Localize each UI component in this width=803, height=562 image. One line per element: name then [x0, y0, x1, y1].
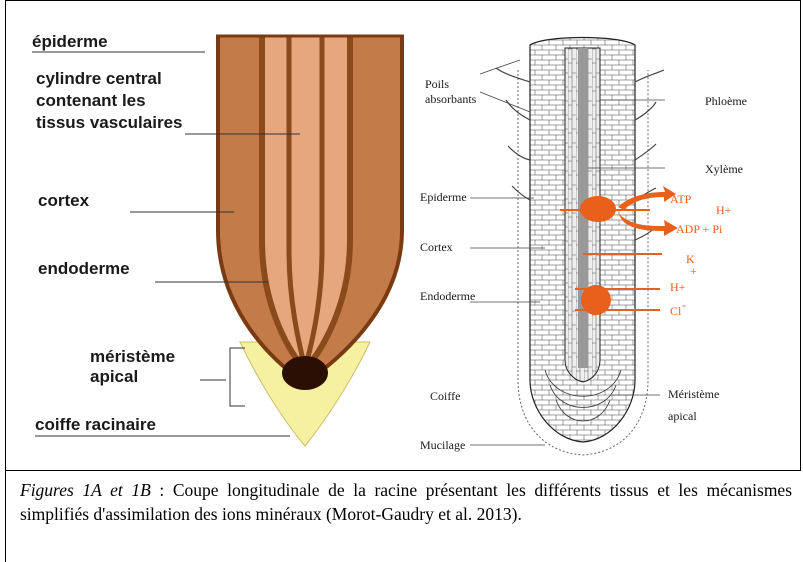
label-xyleme: Xylème — [705, 162, 743, 176]
figure-1b: Poils absorbants Phloème Xylème Epiderme… — [420, 38, 747, 456]
label-endoderme-b: Endoderme — [420, 289, 475, 303]
label-epiderme: épiderme — [32, 32, 108, 51]
label-meristeme-l1: méristème — [90, 347, 175, 366]
caption-title: Figures 1A et 1B — [20, 480, 151, 500]
label-k-charge: + — [690, 264, 697, 278]
label-meristeme-b-l2: apical — [668, 409, 697, 423]
label-endoderme: endoderme — [38, 259, 130, 278]
label-h-plus-1: H+ — [716, 203, 732, 217]
label-adp-pi: ADP + Pi — [676, 222, 723, 236]
label-cylindre-l3: tissus vasculaires — [36, 113, 182, 132]
figure-caption: Figures 1A et 1B : Coupe longitudinale d… — [20, 478, 792, 526]
label-cortex-b: Cortex — [420, 240, 453, 254]
apical-meristem-shape — [282, 356, 328, 390]
label-poils-l2: absorbants — [425, 92, 477, 106]
cl-symporter — [581, 285, 611, 315]
label-meristeme-l2: apical — [90, 367, 138, 386]
label-cl-charge: - — [682, 298, 686, 312]
label-atp: ATP — [670, 192, 692, 206]
label-cylindre-l2: contenant les — [36, 91, 146, 110]
frame-bottom-border — [5, 470, 801, 471]
label-phloeme: Phloème — [705, 94, 747, 108]
bracket-meristeme — [230, 348, 245, 406]
label-coiffe: coiffe racinaire — [35, 415, 156, 434]
figure-1a: épiderme cylindre central contenant les … — [32, 32, 404, 446]
label-cortex: cortex — [38, 191, 90, 210]
label-epiderme-b: Epiderme — [420, 190, 467, 204]
label-poils-l1: Poils — [425, 77, 449, 91]
label-h-plus-2: H+ — [670, 280, 686, 294]
label-coiffe-b: Coiffe — [430, 389, 460, 403]
label-cl: Cl — [670, 304, 682, 318]
label-cylindre-l1: cylindre central — [36, 69, 162, 88]
figure-svg: épiderme cylindre central contenant les … — [0, 0, 803, 470]
label-mucilage: Mucilage — [420, 438, 465, 452]
label-meristeme-b-l1: Méristème — [668, 387, 719, 401]
atp-pump — [580, 196, 616, 222]
